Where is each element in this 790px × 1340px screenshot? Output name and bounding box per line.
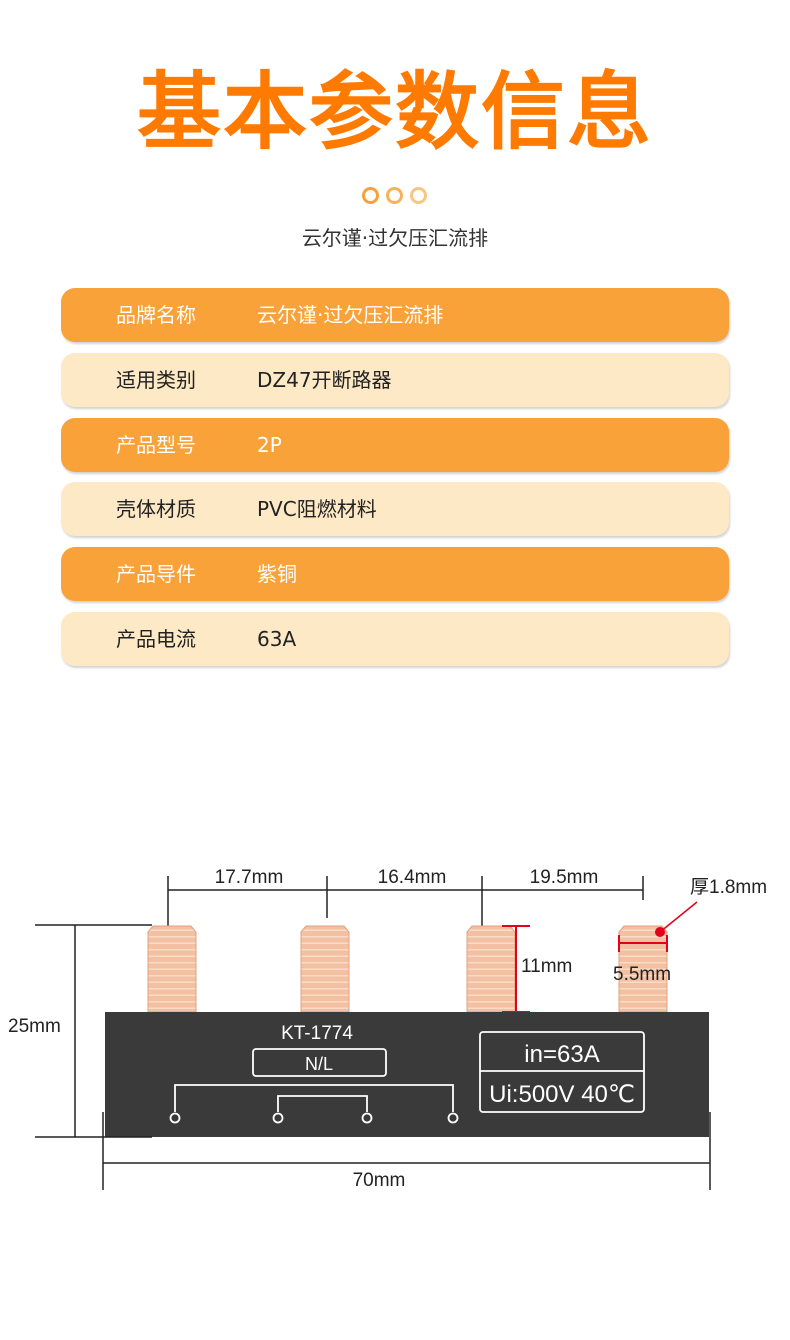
param-row-current: 产品电流 63A: [61, 612, 729, 666]
param-label: 产品型号: [116, 433, 196, 457]
param-label: 产品导件: [116, 562, 196, 586]
param-value: 2P: [257, 433, 282, 457]
rating-box: [479, 1031, 645, 1113]
thickness-label: 厚1.8mm: [690, 877, 767, 898]
busbar-body: [105, 1012, 709, 1137]
param-value: 紫铜: [257, 562, 297, 586]
spacing-3-label: 19.5mm: [530, 867, 599, 888]
phase-label: N/L: [305, 1054, 333, 1074]
copper-pin: [466, 925, 516, 1013]
param-label: 适用类别: [116, 368, 196, 392]
page-title: 基本参数信息: [136, 63, 653, 161]
decorative-dots: [362, 187, 432, 205]
param-value: 63A: [257, 627, 297, 651]
wiring-schematic-icon: [169, 1084, 459, 1124]
total-height-label: 25mm: [8, 1016, 61, 1037]
dot-icon: [362, 187, 379, 204]
spacing-1-label: 17.7mm: [215, 867, 284, 888]
copper-pin: [147, 925, 197, 1013]
total-length-label: 70mm: [353, 1170, 406, 1191]
dot-icon: [386, 187, 403, 204]
page-subtitle: 云尔谨·过欠压汇流排: [301, 226, 489, 250]
phase-box: [252, 1048, 387, 1077]
param-label: 壳体材质: [116, 497, 196, 521]
param-label: 品牌名称: [116, 303, 196, 327]
param-value: DZ47开断路器: [257, 368, 392, 392]
current-rating-label: in=63A: [524, 1041, 599, 1068]
param-row-conductor: 产品导件 紫铜: [61, 547, 729, 601]
busbar-diagram: 17.7mm 16.4mm 19.5mm 11mm 5.5mm 厚1.8mm: [0, 840, 790, 1220]
voltage-rating-label: Ui:500V 40℃: [489, 1081, 635, 1108]
dot-icon: [410, 187, 427, 204]
param-row-brand: 品牌名称 云尔谨·过欠压汇流排: [61, 288, 729, 342]
spacing-2-label: 16.4mm: [378, 867, 447, 888]
pin-height-label: 11mm: [521, 956, 572, 977]
param-row-model: 产品型号 2P: [61, 418, 729, 472]
param-row-category: 适用类别 DZ47开断路器: [61, 353, 729, 407]
model-label: KT-1774: [281, 1023, 353, 1044]
param-row-housing: 壳体材质 PVC阻燃材料: [61, 482, 729, 536]
param-value: PVC阻燃材料: [257, 497, 377, 521]
pin-width-label: 5.5mm: [613, 964, 671, 985]
copper-pin: [300, 925, 350, 1013]
callout-line: [659, 901, 698, 933]
param-value: 云尔谨·过欠压汇流排: [257, 303, 444, 327]
param-label: 产品电流: [116, 627, 196, 651]
